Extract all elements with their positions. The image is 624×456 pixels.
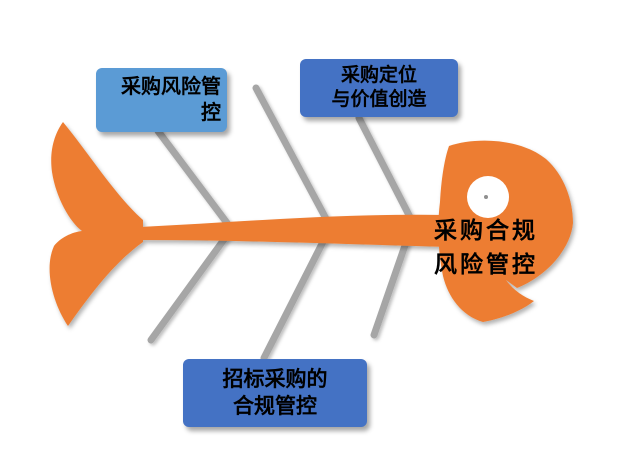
fish-tail — [49, 122, 143, 326]
rib-lower-middle — [260, 230, 331, 362]
rib-lower-left — [147, 230, 232, 344]
cause-box-line: 招标采购的 — [222, 368, 328, 391]
rib-upper-middle — [252, 84, 335, 232]
effect-label-line: 风险管控 — [434, 251, 538, 277]
cause-box-line: 控 — [201, 102, 221, 124]
rib-lower-right — [370, 230, 413, 339]
cause-box-line: 与价值创造 — [331, 89, 427, 110]
cause-box-bidding-compliance: 招标采购的 合规管控 — [183, 359, 367, 427]
fish-eye-pupil — [484, 195, 488, 199]
fish-spine — [140, 214, 450, 247]
cause-box-line: 合规管控 — [233, 395, 317, 418]
rib-upper-right — [355, 114, 415, 223]
cause-box-line: 采购定位 — [340, 65, 417, 86]
effect-label: 采购合规 风险管控 — [434, 213, 554, 281]
cause-box-procurement-risk: 采购风险管 控 — [96, 68, 227, 132]
cause-box-line: 采购风险管 — [121, 76, 221, 98]
rib-bones — [147, 84, 415, 362]
effect-label-line: 采购合规 — [434, 217, 538, 243]
cause-box-positioning-value: 采购定位 与价值创造 — [300, 59, 458, 117]
rib-upper-left — [154, 127, 237, 235]
